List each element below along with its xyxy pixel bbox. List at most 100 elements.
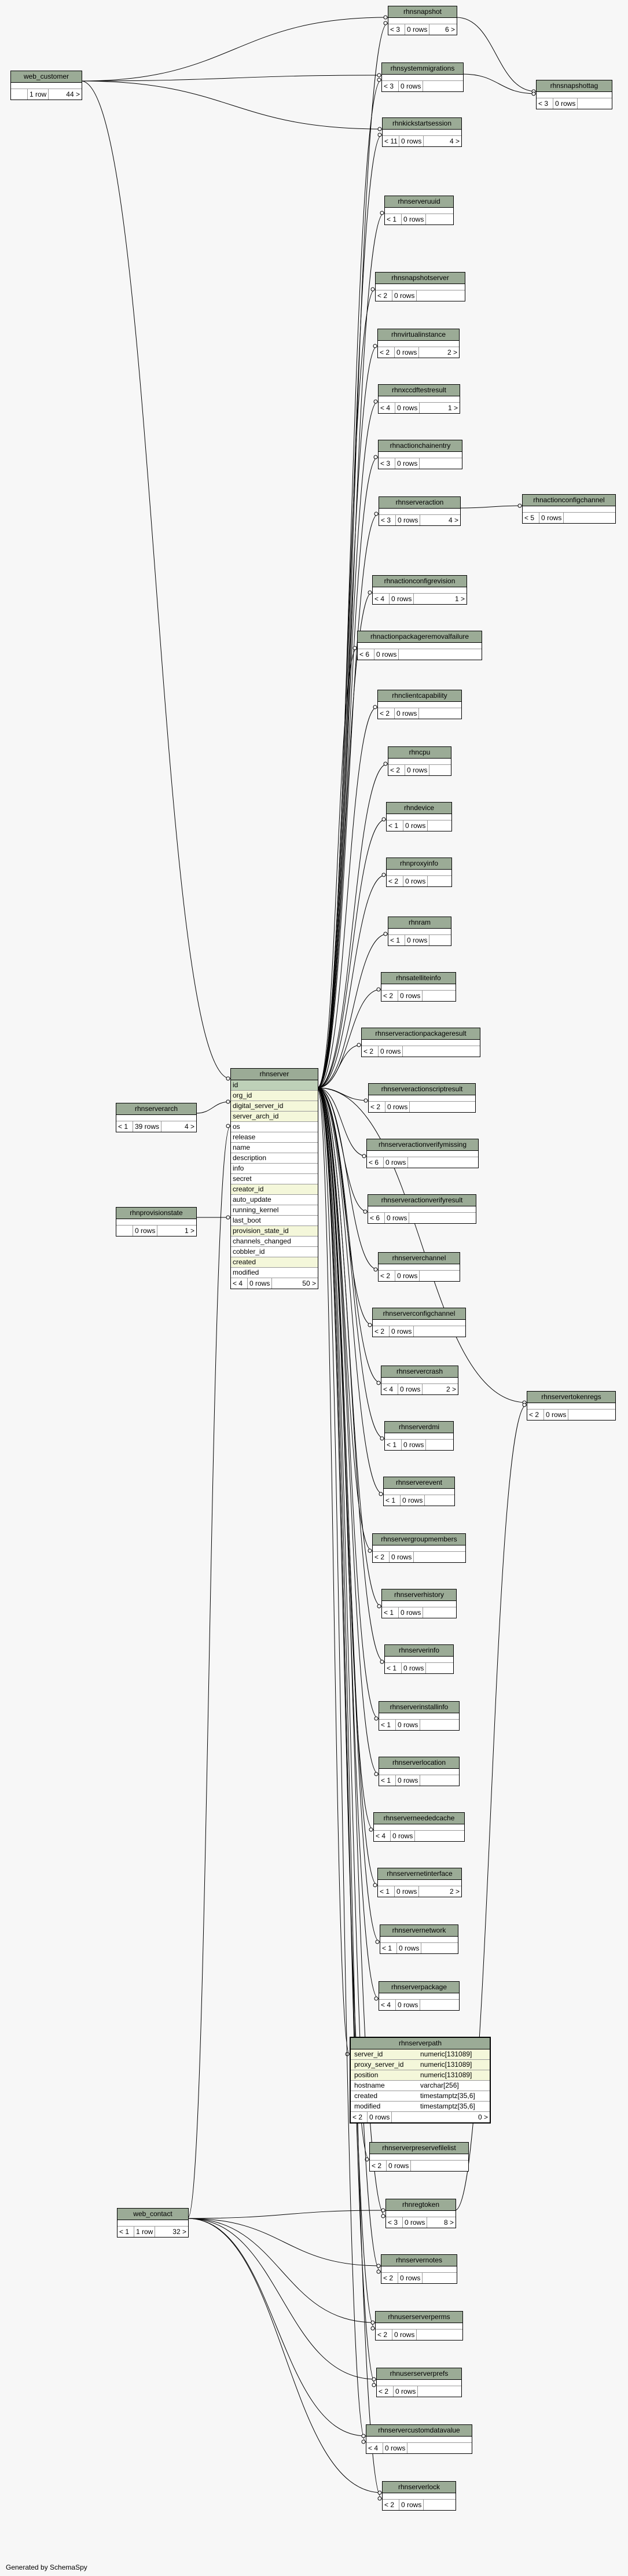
column-row[interactable]: created bbox=[231, 1257, 318, 1268]
table-title: rhnserverconfigchannel bbox=[373, 1308, 465, 1320]
column-row[interactable]: name bbox=[231, 1143, 318, 1153]
column-row[interactable]: digital_server_id bbox=[231, 1101, 318, 1112]
column-row[interactable]: release bbox=[231, 1132, 318, 1143]
relationship-line bbox=[317, 592, 373, 1088]
relationship-end-marker bbox=[380, 1436, 384, 1441]
column-row[interactable]: provision_state_id bbox=[231, 1226, 318, 1237]
column-row[interactable]: running_kernel bbox=[231, 1205, 318, 1216]
table-title: rhnserverpackage bbox=[379, 1982, 459, 1993]
column-row[interactable]: secret bbox=[231, 1174, 318, 1184]
relationship-end-marker bbox=[226, 1215, 230, 1220]
table-title: web_customer bbox=[11, 71, 82, 83]
relationship-line bbox=[317, 345, 378, 1088]
column-row[interactable]: os bbox=[231, 1122, 318, 1132]
column-row[interactable]: server_arch_id bbox=[231, 1112, 318, 1122]
column-row[interactable]: info bbox=[231, 1164, 318, 1174]
table-title: rhnactionconfigrevision bbox=[373, 576, 467, 587]
table-title: rhnservernetwork bbox=[380, 1925, 458, 1937]
relationship-line bbox=[187, 2218, 377, 2380]
relationship-end-marker bbox=[377, 1604, 381, 1609]
table-title: rhnservernetinterface bbox=[378, 1868, 461, 1880]
table-title: rhnservercrash bbox=[381, 1366, 458, 1378]
relationship-end-marker bbox=[374, 1772, 379, 1776]
column-row[interactable]: modified bbox=[231, 1268, 318, 1278]
column-row[interactable]: cobbler_id bbox=[231, 1247, 318, 1257]
column-row[interactable]: channels_changed bbox=[231, 1237, 318, 1247]
column-row[interactable]: last_boot bbox=[231, 1216, 318, 1226]
column-row[interactable]: org_id bbox=[231, 1091, 318, 1101]
relationship-line bbox=[187, 2218, 366, 2437]
column-row[interactable]: id bbox=[231, 1080, 318, 1091]
column-row[interactable]: creator_id bbox=[231, 1184, 318, 1195]
table-rhnserver[interactable]: rhnserver id org_id digital_server_id se… bbox=[230, 1068, 318, 1289]
relationship-end-marker bbox=[375, 1940, 380, 1944]
column-row[interactable]: description bbox=[231, 1153, 318, 1164]
relationship-end-marker bbox=[383, 932, 388, 936]
column-row[interactable]: auto_update bbox=[231, 1195, 318, 1205]
